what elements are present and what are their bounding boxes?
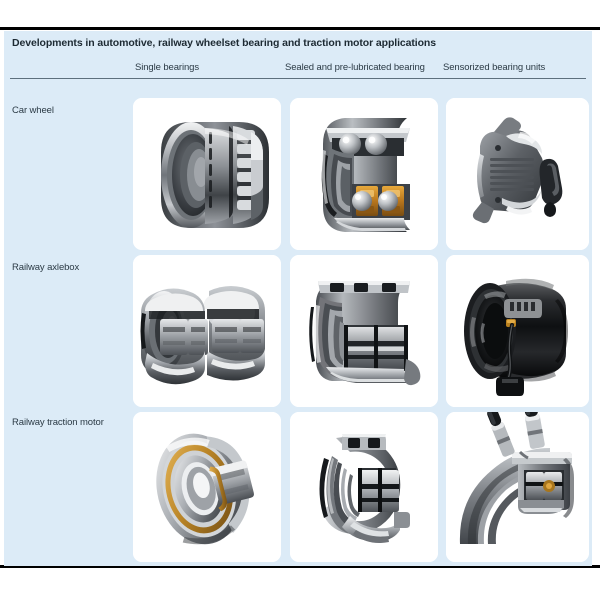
row-header-railway-traction-motor: Railway traction motor — [12, 417, 104, 428]
sealed-tapered-roller-bearing-unit-cutaway-photo — [290, 255, 438, 407]
sealed-double-row-angular-contact-ball-bearing-cutaway-photo — [290, 98, 438, 250]
cylindrical-roller-bearing-brass-cage-photo — [133, 412, 281, 562]
cell-car-wheel-sensorized-unit — [446, 98, 589, 250]
table-title: Developments in automotive, railway whee… — [12, 37, 436, 49]
cell-axlebox-sensorized-unit — [446, 255, 589, 407]
sealed-traction-motor-bearing-unit-cutaway-photo — [290, 412, 438, 562]
column-header-single-bearings: Single bearings — [135, 62, 199, 73]
cell-axlebox-single-bearings — [133, 255, 281, 407]
double-row-tapered-roller-bearing-photo — [133, 98, 281, 250]
sensorized-traction-motor-bearing-cutaway-photo — [446, 412, 589, 562]
bottom-rule — [0, 565, 600, 568]
black-sensorized-axlebox-bearing-unit-photo — [446, 255, 589, 407]
comparison-table-panel: Developments in automotive, railway whee… — [4, 31, 592, 566]
sensorized-wheel-hub-bearing-unit-photo — [446, 98, 589, 250]
header-divider — [10, 78, 586, 79]
cell-traction-motor-sealed-bearing — [290, 412, 438, 562]
row-header-railway-axlebox: Railway axlebox — [12, 262, 80, 273]
cell-car-wheel-sealed-bearing — [290, 98, 438, 250]
cell-car-wheel-single-bearings — [133, 98, 281, 250]
top-rule — [0, 27, 600, 30]
cell-traction-motor-sensorized-unit — [446, 412, 589, 562]
column-header-sensorized-units: Sensorized bearing units — [443, 62, 546, 73]
row-header-car-wheel: Car wheel — [12, 105, 54, 116]
column-header-sealed-bearing: Sealed and pre-lubricated bearing — [285, 62, 425, 73]
cell-traction-motor-single-bearings — [133, 412, 281, 562]
pair-of-spherical-roller-bearings-photo — [133, 255, 281, 407]
cell-axlebox-sealed-bearing — [290, 255, 438, 407]
